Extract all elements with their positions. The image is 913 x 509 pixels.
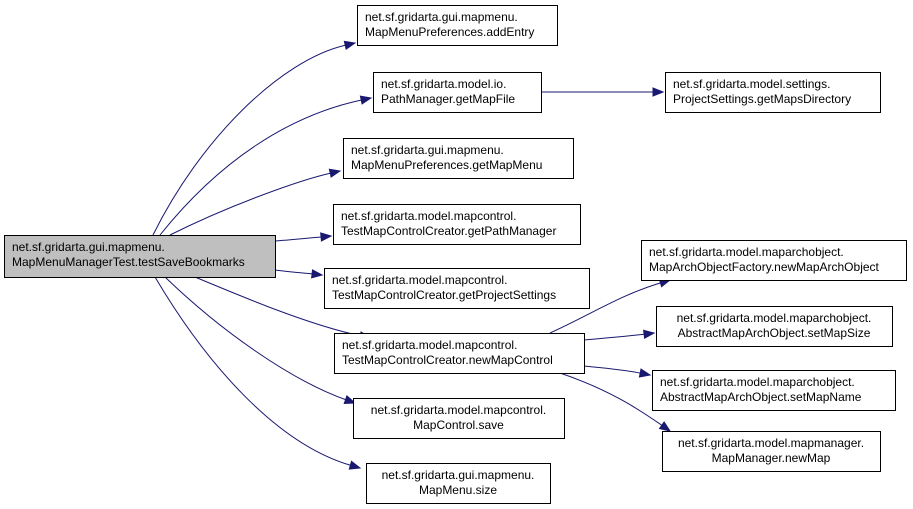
edge-newMapControl-to-setMapSize: [583, 329, 656, 341]
arrowhead-icon: [359, 95, 373, 105]
node-box[interactable]: [353, 398, 565, 439]
arrowhead-icon: [638, 368, 652, 378]
node-box[interactable]: [333, 204, 581, 245]
edge-line: [164, 276, 347, 401]
node-method-label: MapMenuPreferences.getMapMenu: [351, 158, 542, 172]
arrowhead-icon: [343, 395, 357, 404]
edge-line: [169, 172, 332, 236]
node-save[interactable]: net.sf.gridarta.model.mapcontrol.MapCont…: [353, 398, 565, 439]
node-package-label: net.sf.gridarta.model.mapcontrol.: [371, 403, 546, 417]
node-method-label: MapControl.save: [413, 418, 504, 432]
node-box[interactable]: [665, 72, 881, 113]
node-method-label: AbstractMapArchObject.setMapName: [660, 390, 862, 404]
node-method-label: MapManager.newMap: [712, 451, 831, 465]
node-addEntry[interactable]: net.sf.gridarta.gui.mapmenu.MapMenuPrefe…: [357, 5, 558, 46]
arrowhead-icon: [348, 460, 362, 470]
edge-line: [159, 99, 363, 236]
edge-line: [559, 372, 663, 427]
edge-line: [274, 269, 314, 275]
edge-root-to-getMapFile: [159, 95, 373, 236]
node-box[interactable]: [366, 463, 551, 504]
node-root[interactable]: net.sf.gridarta.gui.mapmenu.MapMenuManag…: [4, 235, 276, 278]
node-box[interactable]: [662, 431, 881, 472]
node-box[interactable]: [343, 138, 574, 179]
node-newMapControl[interactable]: net.sf.gridarta.model.mapcontrol.TestMap…: [334, 333, 585, 374]
arrowhead-icon: [320, 232, 333, 242]
edges-layer: [152, 40, 672, 470]
node-method-label: MapMenu.size: [419, 483, 497, 497]
node-method-label: TestMapControlCreator.getPathManager: [341, 224, 556, 238]
node-getPathManager[interactable]: net.sf.gridarta.model.mapcontrol.TestMap…: [333, 204, 581, 245]
edge-line: [549, 282, 662, 334]
node-method-label: MapArchObjectFactory.newMapArchObject: [649, 260, 880, 274]
node-package-label: net.sf.gridarta.model.maparchobject.: [649, 245, 844, 259]
node-setMapName[interactable]: net.sf.gridarta.model.maparchobject.Abst…: [652, 370, 896, 411]
arrowhead-icon: [328, 168, 342, 178]
edge-line: [274, 236, 323, 242]
node-package-label: net.sf.gridarta.gui.mapmenu.: [12, 240, 165, 254]
node-method-label: TestMapControlCreator.newMapControl: [342, 353, 553, 367]
arrowhead-icon: [658, 421, 672, 432]
edge-root-to-addEntry: [152, 40, 357, 236]
node-newMap[interactable]: net.sf.gridarta.model.mapmanager.MapMana…: [662, 431, 881, 472]
node-box[interactable]: [334, 333, 585, 374]
edge-line: [152, 44, 347, 236]
node-size[interactable]: net.sf.gridarta.gui.mapmenu.MapMenu.size: [366, 463, 551, 504]
node-method-label: TestMapControlCreator.getProjectSettings: [332, 288, 556, 302]
node-getMapFile[interactable]: net.sf.gridarta.model.io.PathManager.get…: [373, 72, 542, 113]
node-package-label: net.sf.gridarta.model.io.: [381, 77, 506, 91]
node-package-label: net.sf.gridarta.gui.mapmenu.: [365, 10, 518, 24]
arrowhead-icon: [652, 87, 665, 97]
node-box[interactable]: [357, 5, 558, 46]
edge-line: [583, 365, 642, 374]
edge-getMapFile-to-getMapsDirectory: [541, 87, 665, 97]
node-package-label: net.sf.gridarta.model.maparchobject.: [660, 375, 855, 389]
node-package-label: net.sf.gridarta.gui.mapmenu.: [351, 143, 504, 157]
node-package-label: net.sf.gridarta.model.mapcontrol.: [342, 338, 517, 352]
edge-root-to-getPathManager: [274, 232, 333, 242]
nodes-layer: net.sf.gridarta.gui.mapmenu.MapMenuManag…: [4, 5, 907, 504]
node-method-label: MapMenuManagerTest.testSaveBookmarks: [12, 255, 245, 269]
arrowhead-icon: [642, 329, 656, 340]
node-method-label: ProjectSettings.getMapsDirectory: [673, 92, 851, 106]
edge-root-to-getProjectSettings: [274, 269, 324, 279]
node-getProjectSettings[interactable]: net.sf.gridarta.model.mapcontrol.TestMap…: [324, 268, 590, 309]
node-box[interactable]: [373, 72, 542, 113]
edge-line: [194, 276, 362, 337]
node-box[interactable]: [641, 240, 907, 281]
node-package-label: net.sf.gridarta.model.mapcontrol.: [332, 273, 507, 287]
node-box[interactable]: [4, 235, 276, 278]
node-package-label: net.sf.gridarta.model.mapcontrol.: [341, 209, 516, 223]
node-method-label: MapMenuPreferences.addEntry: [365, 25, 534, 39]
node-package-label: net.sf.gridarta.model.mapmanager.: [678, 436, 864, 450]
edge-line: [154, 276, 352, 466]
edge-root-to-save: [164, 276, 357, 404]
edge-line: [583, 333, 646, 341]
node-package-label: net.sf.gridarta.model.maparchobject.: [677, 311, 872, 325]
node-box[interactable]: [656, 306, 893, 347]
node-getMapsDirectory[interactable]: net.sf.gridarta.model.settings.ProjectSe…: [665, 72, 881, 113]
edge-root-to-getMapMenu: [169, 168, 342, 236]
node-method-label: PathManager.getMapFile: [381, 92, 515, 106]
node-package-label: net.sf.gridarta.gui.mapmenu.: [382, 468, 535, 482]
arrowhead-icon: [343, 40, 357, 50]
node-method-label: AbstractMapArchObject.setMapSize: [678, 326, 871, 340]
node-newMapArchObject[interactable]: net.sf.gridarta.model.maparchobject.MapA…: [641, 240, 907, 281]
node-box[interactable]: [652, 370, 896, 411]
node-getMapMenu[interactable]: net.sf.gridarta.gui.mapmenu.MapMenuPrefe…: [343, 138, 574, 179]
edge-newMapControl-to-newMap: [559, 372, 672, 432]
node-setMapSize[interactable]: net.sf.gridarta.model.maparchobject.Abst…: [656, 306, 893, 347]
arrowhead-icon: [311, 269, 324, 279]
edge-root-to-size: [154, 276, 362, 470]
node-package-label: net.sf.gridarta.model.settings.: [673, 77, 830, 91]
node-box[interactable]: [324, 268, 590, 309]
edge-newMapControl-to-setMapName: [583, 365, 652, 378]
